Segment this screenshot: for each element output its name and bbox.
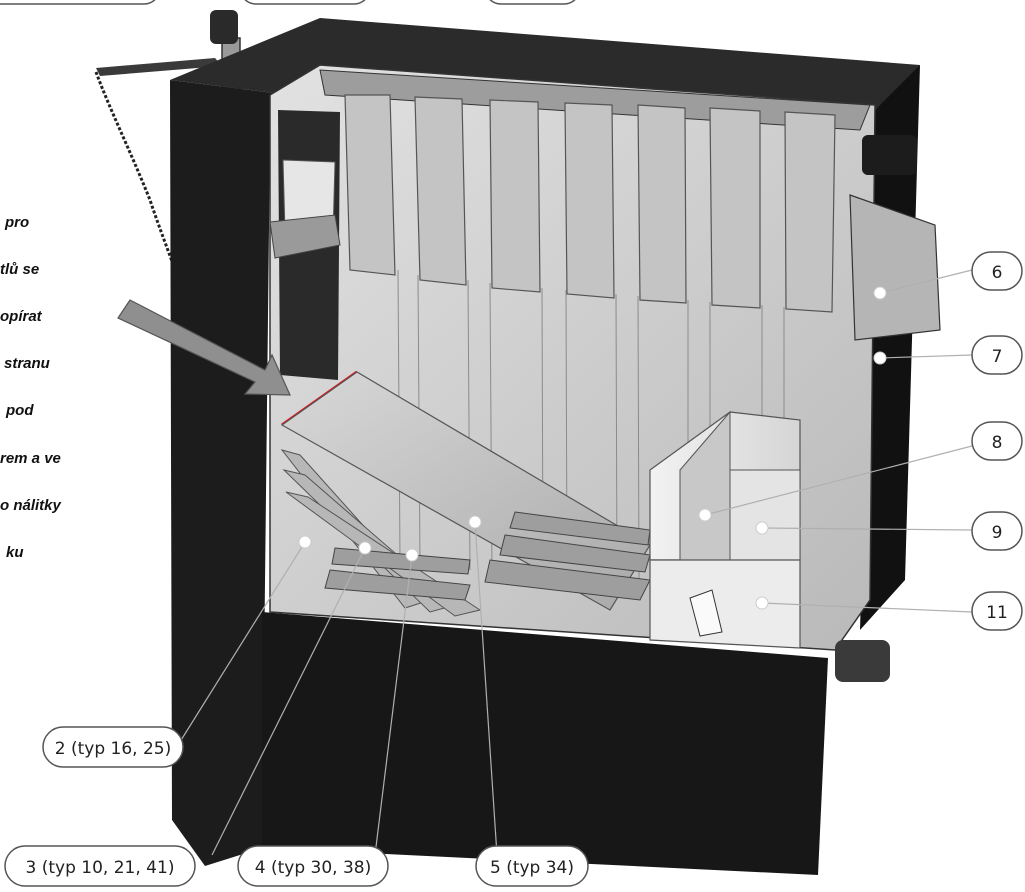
label-7: 7 xyxy=(992,347,1003,367)
note-line-8: ku xyxy=(6,544,24,561)
note-line-6: rem a ve xyxy=(0,450,61,467)
callout-7: 7 xyxy=(971,335,1023,375)
note-line-4: stranu xyxy=(4,355,50,372)
jacket-bottom-panel xyxy=(262,612,828,875)
leader-lines xyxy=(177,269,973,856)
firebrick-11 xyxy=(649,559,801,649)
grate-bars xyxy=(324,511,651,601)
draft-chain xyxy=(94,71,177,271)
insertion-arrow xyxy=(117,299,291,396)
callout-11: 11 xyxy=(971,591,1023,631)
flue-outlet xyxy=(862,135,917,175)
label-6: 6 xyxy=(992,263,1003,283)
label-8: 8 xyxy=(992,433,1003,453)
return-fitting xyxy=(835,640,890,682)
callout-pill-top-3 xyxy=(489,0,576,5)
door-hinge-bracket xyxy=(269,214,341,259)
label-4: 4 (typ 30, 38) xyxy=(255,858,371,878)
label-5: 5 (typ 34) xyxy=(490,858,574,878)
callout-8: 8 xyxy=(971,421,1023,461)
note-line-3: opírat xyxy=(0,308,42,325)
callout-3: 3 (typ 10, 21, 41) xyxy=(4,845,196,887)
label-2: 2 (typ 16, 25) xyxy=(55,739,171,759)
note-line-7: o nálitky xyxy=(0,497,61,514)
label-11: 11 xyxy=(986,603,1008,623)
label-3: 3 (typ 10, 21, 41) xyxy=(26,858,175,878)
firebrick-9 xyxy=(729,469,801,561)
callout-5: 5 (typ 34) xyxy=(475,845,589,887)
callout-pill-top-2 xyxy=(244,0,366,5)
callout-6: 6 xyxy=(971,251,1023,291)
callout-4: 4 (typ 30, 38) xyxy=(237,845,389,887)
draft-lever xyxy=(96,58,222,76)
note-line-1: pro xyxy=(5,214,30,231)
jacket-left-panel xyxy=(170,80,290,866)
callout-2: 2 (typ 16, 25) xyxy=(42,726,184,768)
secondary-air-box xyxy=(849,194,941,341)
callout-9: 9 xyxy=(971,511,1023,551)
brick-insert xyxy=(689,589,723,637)
exchanger-fins xyxy=(344,94,836,313)
callout-pill-top-1 xyxy=(0,0,156,5)
label-9: 9 xyxy=(992,523,1003,543)
note-line-2: tlů se xyxy=(0,261,40,278)
note-line-5: pod xyxy=(6,402,34,419)
callout-dots xyxy=(298,286,887,610)
regulator-knob xyxy=(210,10,238,44)
